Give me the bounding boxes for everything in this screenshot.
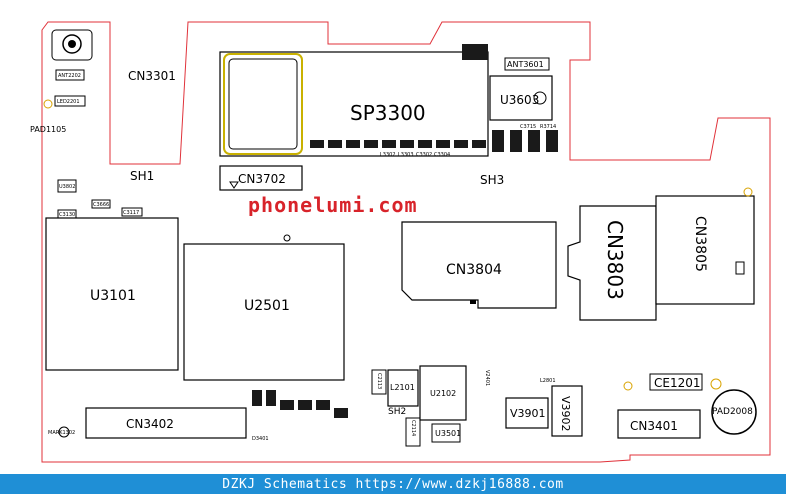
u3101-label: U3101 [90, 288, 136, 304]
cn3402-body [85, 407, 247, 439]
led2201-label: LED2201 [57, 99, 80, 105]
test-hole-bottom [623, 381, 633, 391]
ce1201-hole [710, 378, 722, 390]
u2501-chip [183, 243, 345, 381]
u3603-chip [489, 75, 553, 121]
l2101-label: L2101 [390, 383, 415, 392]
c3130-label: C3130 [59, 212, 75, 218]
pad2008-label: PAD2008 [712, 407, 753, 417]
c3304-label: C3304 [434, 152, 450, 158]
c3117-label: C3117 [123, 210, 139, 216]
led2201-box [54, 95, 86, 107]
u2102-chip [419, 365, 467, 421]
pad-row-bottom [252, 390, 348, 418]
ce1201-box [649, 373, 703, 391]
cn3805-key [735, 261, 745, 275]
c3715-label: C3715 [520, 124, 536, 130]
sh3-label: SH3 [480, 173, 504, 187]
cn3803-label: CN3803 [603, 220, 627, 300]
d3401-label: D3401 [252, 436, 269, 442]
cn3401-label: CN3401 [630, 419, 678, 433]
l2801-label: L2801 [540, 378, 556, 384]
sh1-label: SH1 [130, 169, 154, 183]
v3902-chip [551, 385, 583, 437]
sp3300-magnet-inner [228, 58, 298, 150]
board-outline [41, 21, 771, 463]
v3901-label: V3901 [510, 407, 546, 420]
c2113-label: C2113 [376, 373, 382, 389]
cn3702-marker [229, 181, 239, 189]
mark1302-label: MARK1302 [48, 430, 75, 436]
v3902-label: V3902 [559, 396, 572, 432]
ant3601-label: ANT3601 [507, 60, 544, 69]
ant2202-contact-inner [68, 40, 76, 48]
c2113-box [371, 369, 387, 395]
v3901-chip [505, 397, 549, 429]
c3117-box [121, 207, 143, 217]
mark1302-dot [58, 426, 70, 438]
u3501-label: U3501 [435, 429, 461, 438]
cn3804-body [401, 221, 557, 309]
passive-strip [310, 130, 558, 152]
v2401-label: V2401 [484, 370, 490, 386]
cn3301-label: CN3301 [128, 69, 176, 83]
u3802-chip [57, 179, 77, 193]
watermark: phonelumi.com [248, 193, 418, 217]
test-hole-right [743, 187, 753, 197]
pad2008-pad [711, 389, 757, 435]
cn3702-box [219, 165, 303, 191]
u3101-chip [45, 217, 179, 371]
r3714-label: R3714 [540, 124, 556, 130]
u2501-label: U2501 [244, 298, 290, 314]
cn3804-label: CN3804 [446, 262, 502, 278]
c3666-box [91, 199, 111, 209]
l3303-label: L3303 [398, 152, 414, 158]
ant3601-box [504, 57, 550, 71]
cn3805-body [655, 195, 755, 305]
cn3804-key [470, 300, 476, 304]
sp3300-magnet [223, 53, 303, 155]
u3603-pin1 [533, 91, 547, 105]
u3603-label: U3603 [500, 93, 539, 107]
sp3300-label: SP3300 [350, 101, 426, 125]
ant2202-box [55, 69, 85, 81]
u2102-label: U2102 [430, 389, 456, 398]
cn3402-label: CN3402 [126, 417, 174, 431]
u3802-label: U3802 [59, 184, 75, 190]
u2501-pin1 [283, 234, 291, 242]
sh2-label: SH2 [388, 407, 406, 417]
cn3805-label: CN3805 [692, 216, 708, 272]
c2114-label: C2114 [410, 420, 416, 436]
pcb-board: ANT2202 LED2201 PAD1105 CN3301 SH1 SP330… [30, 21, 771, 463]
c2114-box [405, 417, 421, 447]
sp3300-tab [462, 44, 488, 60]
ant2202-label: ANT2202 [58, 73, 81, 79]
l2101-chip [387, 369, 419, 407]
pad-marker [43, 99, 53, 109]
cn3401-body [617, 409, 701, 439]
cn3702-label: CN3702 [238, 172, 286, 186]
footer-banner: DZKJ Schematics https://www.dzkj16888.co… [0, 474, 786, 494]
l3302-label: L3302 [380, 152, 396, 158]
c3302-label: C3302 [416, 152, 432, 158]
u3501-chip [431, 423, 461, 443]
pad1105-label: PAD1105 [30, 125, 66, 134]
ce1201-label: CE1201 [654, 376, 701, 390]
c3666-label: C3666 [93, 202, 109, 208]
